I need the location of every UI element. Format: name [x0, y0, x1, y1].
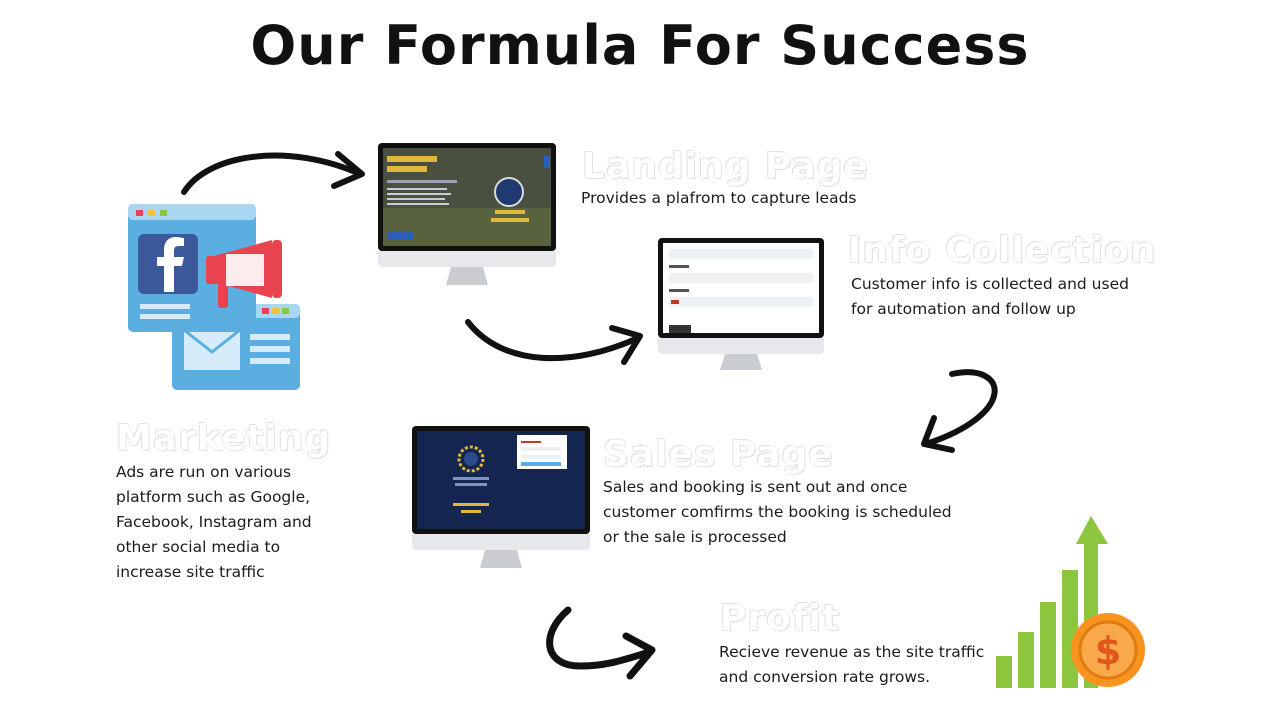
curved-arrow-icon [540, 604, 662, 690]
growth-chart-dollar-icon: $ [990, 514, 1150, 690]
landing-page-heading: Landing Page [582, 146, 869, 187]
info-collection-monitor-icon [658, 238, 824, 372]
marketing-icon [122, 200, 306, 396]
sales-page-description: Sales and booking is sent out and once c… [603, 478, 952, 546]
curved-arrow-icon [916, 364, 1016, 456]
marketing-description: Ads are run on various platform such as … [116, 463, 312, 581]
svg-text:$: $ [1095, 629, 1121, 673]
landing-page-monitor-icon [378, 143, 556, 287]
sales-page-heading: Sales Page [603, 434, 834, 475]
marketing-heading: Marketing [116, 418, 332, 459]
profit-description: Recieve revenue as the site traffic and … [719, 643, 985, 686]
profit-heading: Profit [720, 598, 841, 639]
curved-arrow-icon [178, 140, 374, 200]
info-collection-heading: Info Collection [848, 230, 1157, 271]
sales-page-monitor-icon [412, 426, 590, 570]
curved-arrow-icon [462, 316, 652, 372]
landing-page-description: Provides a plafrom to capture leads [581, 189, 857, 207]
page-title: Our Formula For Success [250, 14, 1030, 77]
info-collection-description: Customer info is collected and used for … [851, 275, 1129, 318]
